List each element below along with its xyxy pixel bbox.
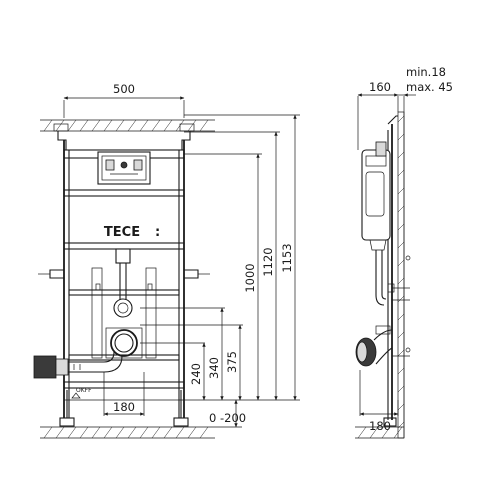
top-wall-brackets <box>53 123 195 150</box>
height-240-label: 240 <box>189 363 203 385</box>
depth-160-label: 160 <box>369 80 391 94</box>
height-1000-label: 1000 <box>243 263 257 292</box>
side-waste-bend <box>355 325 393 367</box>
waste-pipe <box>33 351 123 379</box>
floor-adjust-label: 0 -200 <box>209 411 246 425</box>
height-340-label: 340 <box>207 357 221 379</box>
dim-floor-adjust: 0 -200 <box>209 399 246 428</box>
side-cistern <box>361 141 395 306</box>
width-label: 500 <box>113 82 135 96</box>
dim-depth-180: 180 <box>359 370 399 433</box>
flush-connector <box>113 298 133 318</box>
side-floor <box>355 426 404 439</box>
dim-1000: 1000 <box>243 153 260 401</box>
front-view: TECE : <box>33 82 300 439</box>
brand-logo: TECE <box>104 225 140 240</box>
height-375-label: 375 <box>225 351 239 373</box>
dim-extension-lines <box>140 114 300 401</box>
height-1153-label: 1153 <box>280 243 294 272</box>
brand-colon: : <box>155 225 160 240</box>
spacing-180-label: 180 <box>113 400 135 414</box>
dim-depth-160: 160 <box>357 80 399 150</box>
side-brackets <box>38 269 210 279</box>
dim-width: 500 <box>63 82 185 118</box>
dim-340: 340 <box>207 307 224 401</box>
dim-240: 240 <box>189 342 206 401</box>
wall-min-label: min.18 <box>406 65 446 79</box>
dim-375: 375 <box>225 324 242 401</box>
side-wall <box>397 111 405 439</box>
side-view: 160 min.18 max. 45 180 <box>355 65 453 439</box>
flush-pipe <box>91 248 157 359</box>
height-1120-label: 1120 <box>261 247 275 276</box>
ceiling-hatch <box>40 119 215 132</box>
dim-1153: 1153 <box>280 114 297 401</box>
wall-max-label: max. 45 <box>406 80 453 94</box>
dim-1120: 1120 <box>261 131 278 401</box>
side-rails <box>392 255 411 357</box>
okff-marker: OKFF <box>64 387 188 401</box>
dim-wall-thickness: min.18 max. 45 <box>398 65 453 112</box>
dim-180-bottom: 180 <box>103 372 145 416</box>
floor-hatch <box>40 426 215 439</box>
flush-panel <box>97 151 151 185</box>
waste-connector <box>105 327 143 359</box>
depth-180-label: 180 <box>369 419 391 433</box>
okff-label: OKFF <box>76 387 92 394</box>
